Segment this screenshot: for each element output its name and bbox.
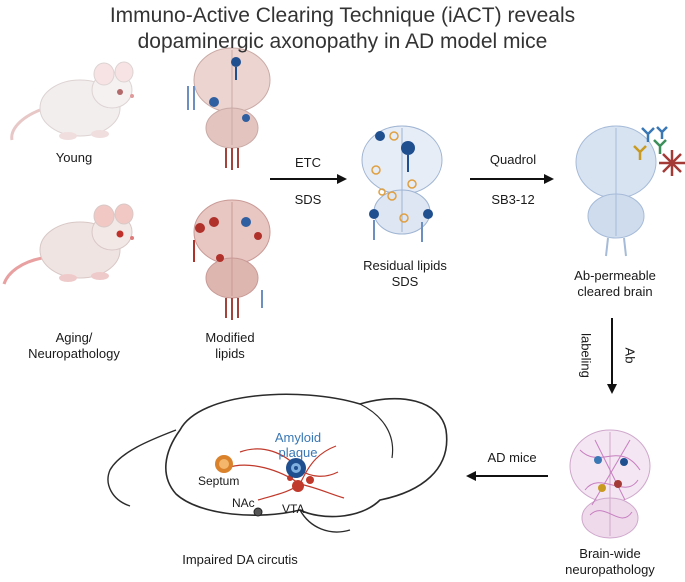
amyloid-label-line-1: Amyloid: [274, 430, 322, 445]
young-label: Young: [55, 150, 93, 165]
sagittal-brain-icon: [107, 393, 448, 533]
brain-wide-label-line-1: Brain-wide: [579, 546, 641, 561]
young-mouse-icon: [10, 61, 134, 141]
aging-mouse-icon: [2, 203, 134, 285]
aging-label-line-2: Neuropathology: [28, 346, 120, 361]
young-brain-icon: [187, 47, 271, 170]
residual-label-line-2: SDS: [391, 274, 419, 289]
title-line-2: dopaminergic axonopathy in AD model mice: [137, 30, 548, 53]
amyloid-plaque-icon: [286, 458, 306, 478]
ab-label: Ab: [622, 347, 638, 364]
antibody-icon: [633, 126, 685, 176]
sb3-label: SB3-12: [491, 192, 535, 207]
nac-label: NAc: [232, 496, 255, 510]
septum-label: Septum: [198, 474, 240, 488]
amyloid-label-line-2: plaque: [278, 445, 318, 460]
modified-lipids-label-line-1: Modified: [205, 330, 255, 345]
modified-lipids-brain-icon: [193, 199, 271, 320]
residual-label-line-1: Residual lipids: [363, 258, 447, 273]
etc-label: ETC: [295, 155, 321, 170]
cleared-brain-icon: [575, 125, 657, 257]
pathology-brain-icon: [569, 429, 651, 539]
sds-label: SDS: [294, 192, 322, 207]
modified-lipids-label-line-2: lipids: [215, 346, 245, 361]
ad-mice-label: AD mice: [487, 450, 537, 465]
vta-label: VTA: [282, 502, 305, 516]
labeling-label: labeling: [578, 333, 594, 378]
aging-label-line-1: Aging/: [55, 330, 93, 345]
septum-icon: [215, 455, 233, 473]
ab-permeable-label-line-2: cleared brain: [577, 284, 653, 299]
title-line-1: Immuno-Active Clearing Technique (iACT) …: [109, 4, 576, 27]
nac-icon: [253, 507, 263, 517]
residual-lipids-brain-icon: [361, 125, 443, 242]
brain-wide-label-line-2: neuropathology: [565, 562, 655, 577]
quadrol-label: Quadrol: [489, 152, 537, 167]
impaired-circuits-label: Impaired DA circutis: [182, 552, 298, 567]
ab-permeable-label-line-1: Ab-permeable: [574, 268, 656, 283]
